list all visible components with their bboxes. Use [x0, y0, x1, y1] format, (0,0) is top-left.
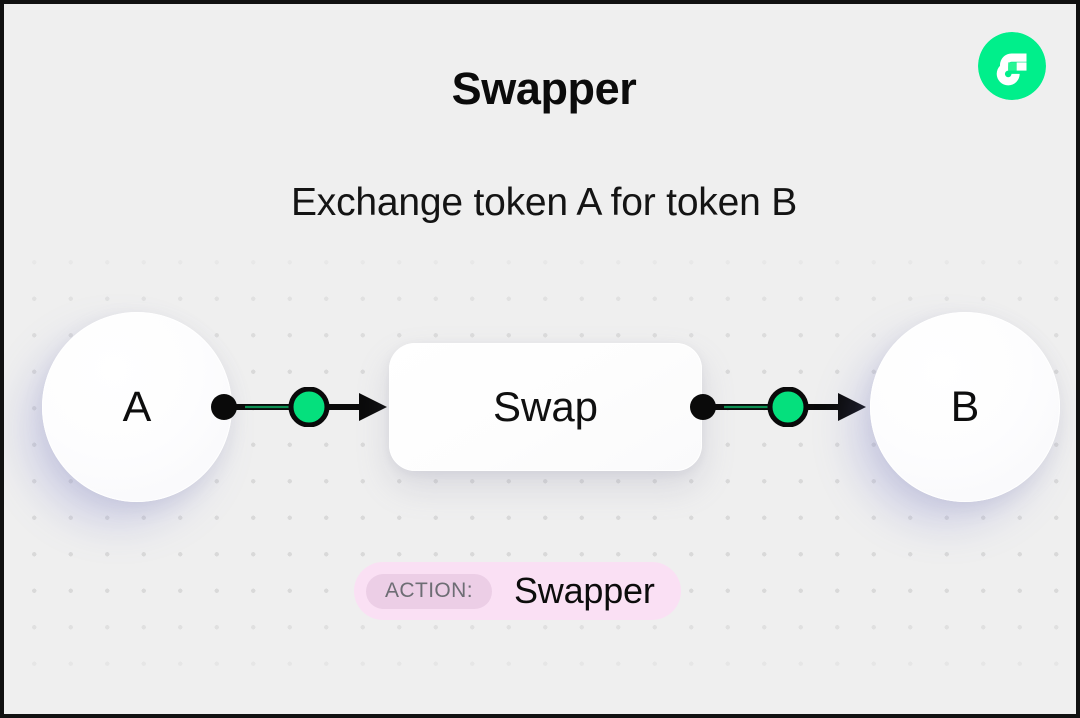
connector-mid-node [767, 387, 809, 427]
page-subtitle: Exchange token A for token B [290, 181, 798, 224]
connector-start-dot [690, 394, 716, 420]
node-swap-label: Swap [492, 383, 599, 430]
connector-swap-to-token-b [690, 387, 866, 427]
connector-mid-node [288, 387, 330, 427]
node-token-a-label: A [122, 382, 152, 431]
connector-arrowhead [838, 393, 866, 421]
node-token-a[interactable]: A [42, 312, 232, 502]
node-token-b[interactable]: B [870, 312, 1060, 502]
connector-token-a-to-swap [211, 387, 387, 427]
connector-start-dot [211, 394, 237, 420]
action-badge: ACTION: Swapper [354, 562, 681, 620]
connector-arrowhead [359, 393, 387, 421]
action-badge-value: Swapper [513, 570, 655, 611]
flow-logo-icon [978, 32, 1046, 100]
page-title: Swapper [451, 63, 637, 114]
node-token-b-label: B [950, 382, 980, 431]
node-swap-card[interactable]: Swap [389, 343, 702, 471]
action-badge-label: ACTION: [366, 573, 492, 609]
